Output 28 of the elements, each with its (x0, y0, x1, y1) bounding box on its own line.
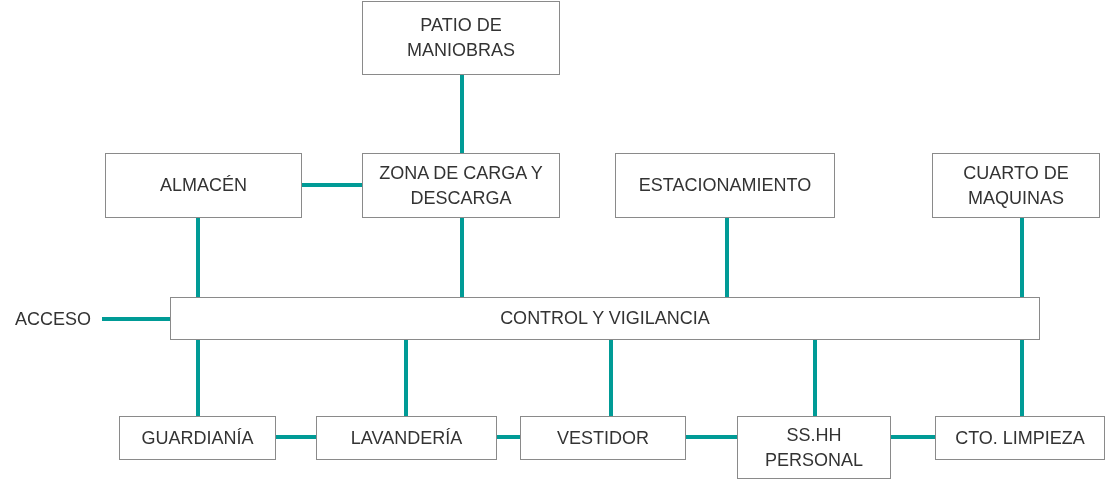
room-box: GUARDIANÍA (119, 416, 276, 460)
room-box: LAVANDERÍA (316, 416, 497, 460)
room-box: ZONA DE CARGA Y DESCARGA (362, 153, 560, 218)
connector-line (276, 435, 316, 439)
connector-line (460, 75, 464, 153)
connector-line (196, 218, 200, 297)
connector-line (1020, 218, 1024, 297)
connector-line (725, 218, 729, 297)
connector-line (460, 218, 464, 297)
room-box: ALMACÉN (105, 153, 302, 218)
connector-line (891, 435, 935, 439)
connector-line (1020, 340, 1024, 416)
room-box: ESTACIONAMIENTO (615, 153, 835, 218)
room-box: CTO. LIMPIEZA (935, 416, 1105, 460)
connector-line (497, 435, 520, 439)
room-box: SS.HH PERSONAL (737, 416, 891, 479)
connector-line (302, 183, 362, 187)
node-label: ACCESO (4, 306, 102, 332)
connector-line (196, 340, 200, 416)
connector-line (609, 340, 613, 416)
connector-line (686, 435, 737, 439)
connector-line (102, 317, 170, 321)
room-box: VESTIDOR (520, 416, 686, 460)
room-box: CONTROL Y VIGILANCIA (170, 297, 1040, 340)
room-box: PATIO DE MANIOBRAS (362, 1, 560, 75)
connector-line (404, 340, 408, 416)
connector-line (813, 340, 817, 416)
room-box: CUARTO DE MAQUINAS (932, 153, 1100, 218)
